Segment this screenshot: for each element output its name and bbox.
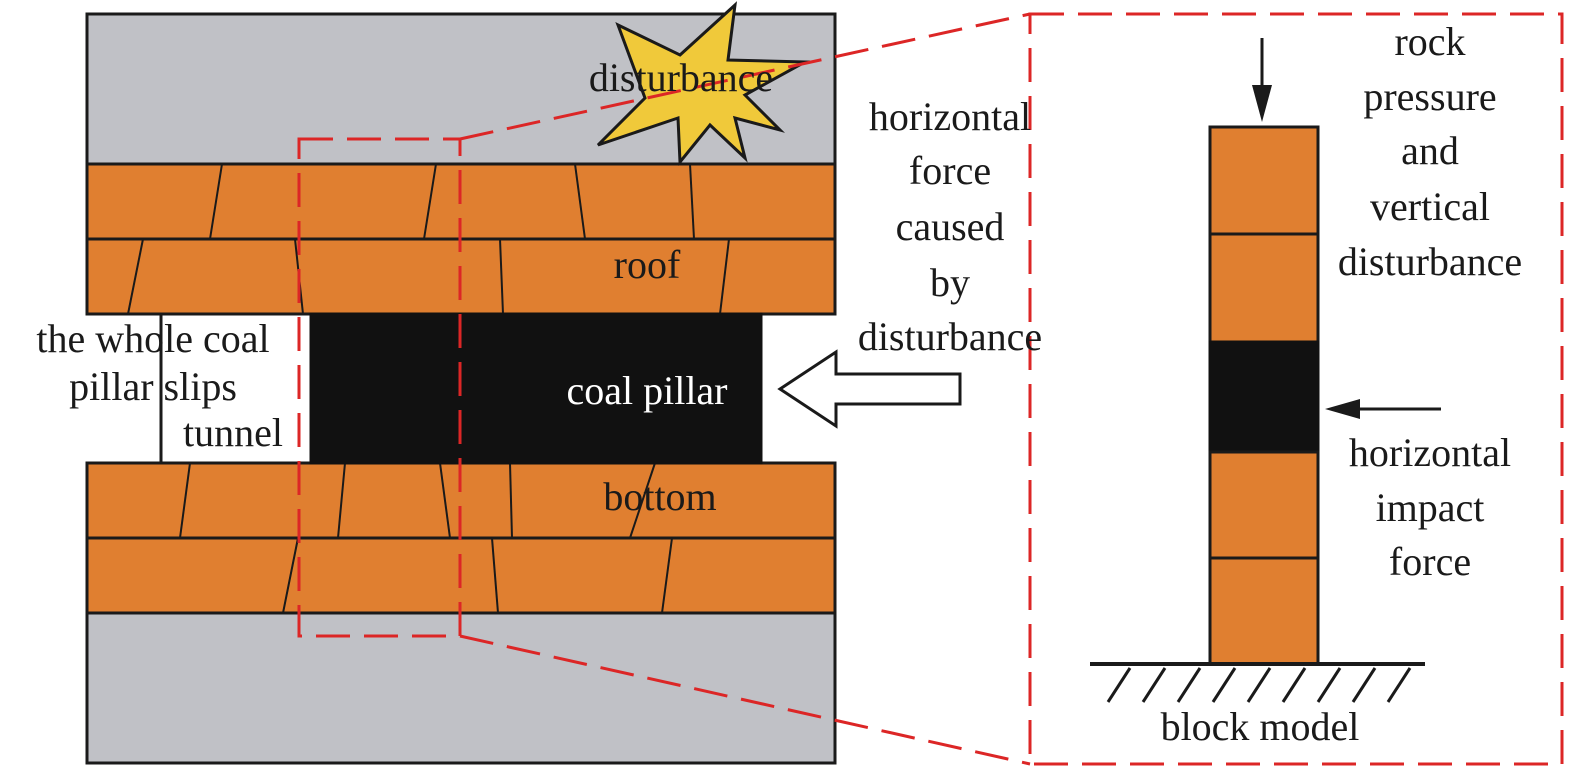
tunnel-opening: [159, 312, 313, 465]
zoom-detail-box: [1028, 12, 1564, 766]
coal-pillar-label: coal pillar: [566, 368, 727, 413]
svg-text:disturbance: disturbance: [1338, 239, 1522, 284]
svg-text:vertical: vertical: [1370, 184, 1490, 229]
zoom-connector-bottom: [459, 634, 1031, 766]
rock-pressure-label: rock pressure and vertical disturbance: [1338, 19, 1522, 284]
horizontal-force-label: horizontal force caused by disturbance: [858, 94, 1042, 359]
svg-text:the whole coal: the whole coal: [36, 316, 269, 361]
svg-text:by: by: [930, 260, 970, 305]
bottom-label: bottom: [603, 474, 716, 519]
rock-cracks: [127, 163, 730, 614]
svg-text:horizontal: horizontal: [1349, 430, 1511, 475]
horizontal-force-arrow-icon: [777, 349, 962, 429]
svg-text:impact: impact: [1376, 485, 1485, 530]
svg-text:pressure: pressure: [1363, 74, 1496, 119]
block-model-label: block model: [1161, 704, 1360, 749]
vertical-pressure-arrow-icon: [1252, 38, 1272, 122]
block-floor-upper: [1208, 450, 1320, 560]
tunnel-label: tunnel: [183, 410, 283, 455]
svg-text:disturbance: disturbance: [858, 314, 1042, 359]
coal-pillar: [309, 312, 763, 465]
horizontal-impact-label: horizontal impact force: [1349, 430, 1511, 584]
block-floor-lower: [1208, 556, 1320, 666]
block-coal: [1208, 340, 1320, 454]
svg-text:caused: caused: [896, 204, 1005, 249]
roof-label: roof: [614, 242, 681, 287]
lower-rock-layer: [85, 611, 837, 765]
svg-text:force: force: [1389, 539, 1471, 584]
svg-text:rock: rock: [1394, 19, 1465, 64]
zoom-connector-top: [459, 12, 1031, 141]
disturbance-star-icon: [596, 1, 811, 167]
block-roof-lower: [1208, 232, 1320, 344]
horizontal-impact-arrow-icon: [1325, 399, 1441, 419]
block-roof-upper: [1208, 125, 1320, 236]
slip-label: the whole coal pillar slips: [36, 316, 269, 409]
ground-hatching: [1106, 667, 1412, 703]
cross-section: [85, 1, 837, 765]
disturbance-label: disturbance: [589, 55, 773, 100]
zoom-source-box: [297, 137, 462, 638]
svg-text:pillar slips: pillar slips: [69, 364, 237, 409]
block-model: [1090, 38, 1441, 703]
svg-text:force: force: [909, 148, 991, 193]
svg-text:and: and: [1401, 128, 1459, 173]
svg-text:horizontal: horizontal: [869, 94, 1031, 139]
zoom-frame: [297, 12, 1564, 766]
